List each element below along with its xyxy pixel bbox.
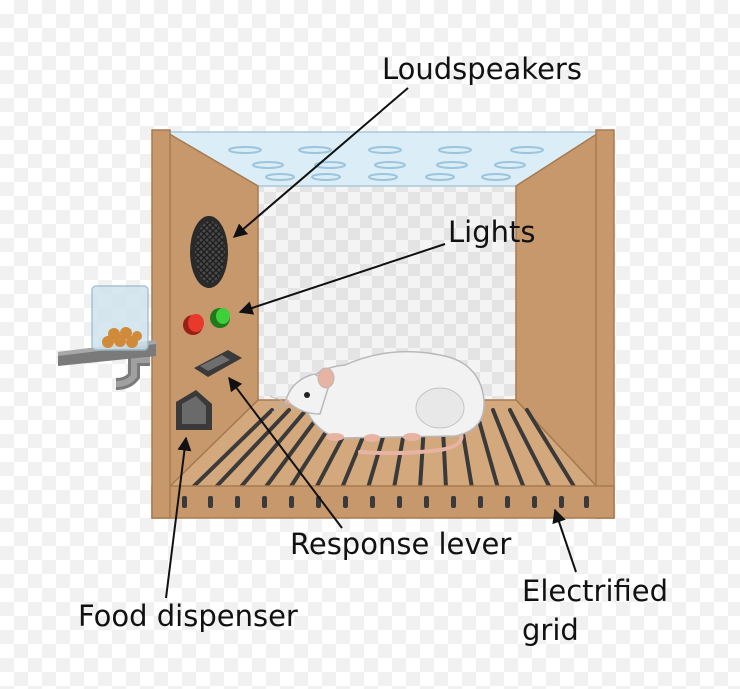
leader-food-dispenser [165, 436, 192, 599]
grid-bar-ends [182, 496, 589, 508]
label-electrified-grid-line1: Electrified [522, 574, 669, 608]
label-electrified-grid-line2: grid [522, 613, 579, 647]
leader-lines [165, 87, 577, 599]
water-bottle-icon [58, 285, 156, 390]
leader-lights [238, 243, 446, 315]
label-lights: Lights [448, 215, 536, 249]
right-frame [595, 129, 615, 519]
loudspeaker-icon [190, 216, 228, 288]
leader-electrified-grid [552, 508, 577, 573]
leader-loudspeakers [232, 87, 409, 238]
front-base [151, 485, 615, 519]
label-food-dispenser: Food dispenser [78, 599, 298, 633]
leader-response-lever [228, 376, 343, 529]
light-icon [183, 308, 230, 335]
ceiling-holes [228, 146, 544, 181]
lever-icon [194, 350, 242, 377]
left-frame [151, 129, 171, 519]
rat-icon [268, 350, 485, 456]
food-dispenser-icon [176, 390, 212, 430]
label-loudspeakers: Loudspeakers [382, 52, 582, 86]
label-response-lever: Response lever [290, 527, 512, 561]
